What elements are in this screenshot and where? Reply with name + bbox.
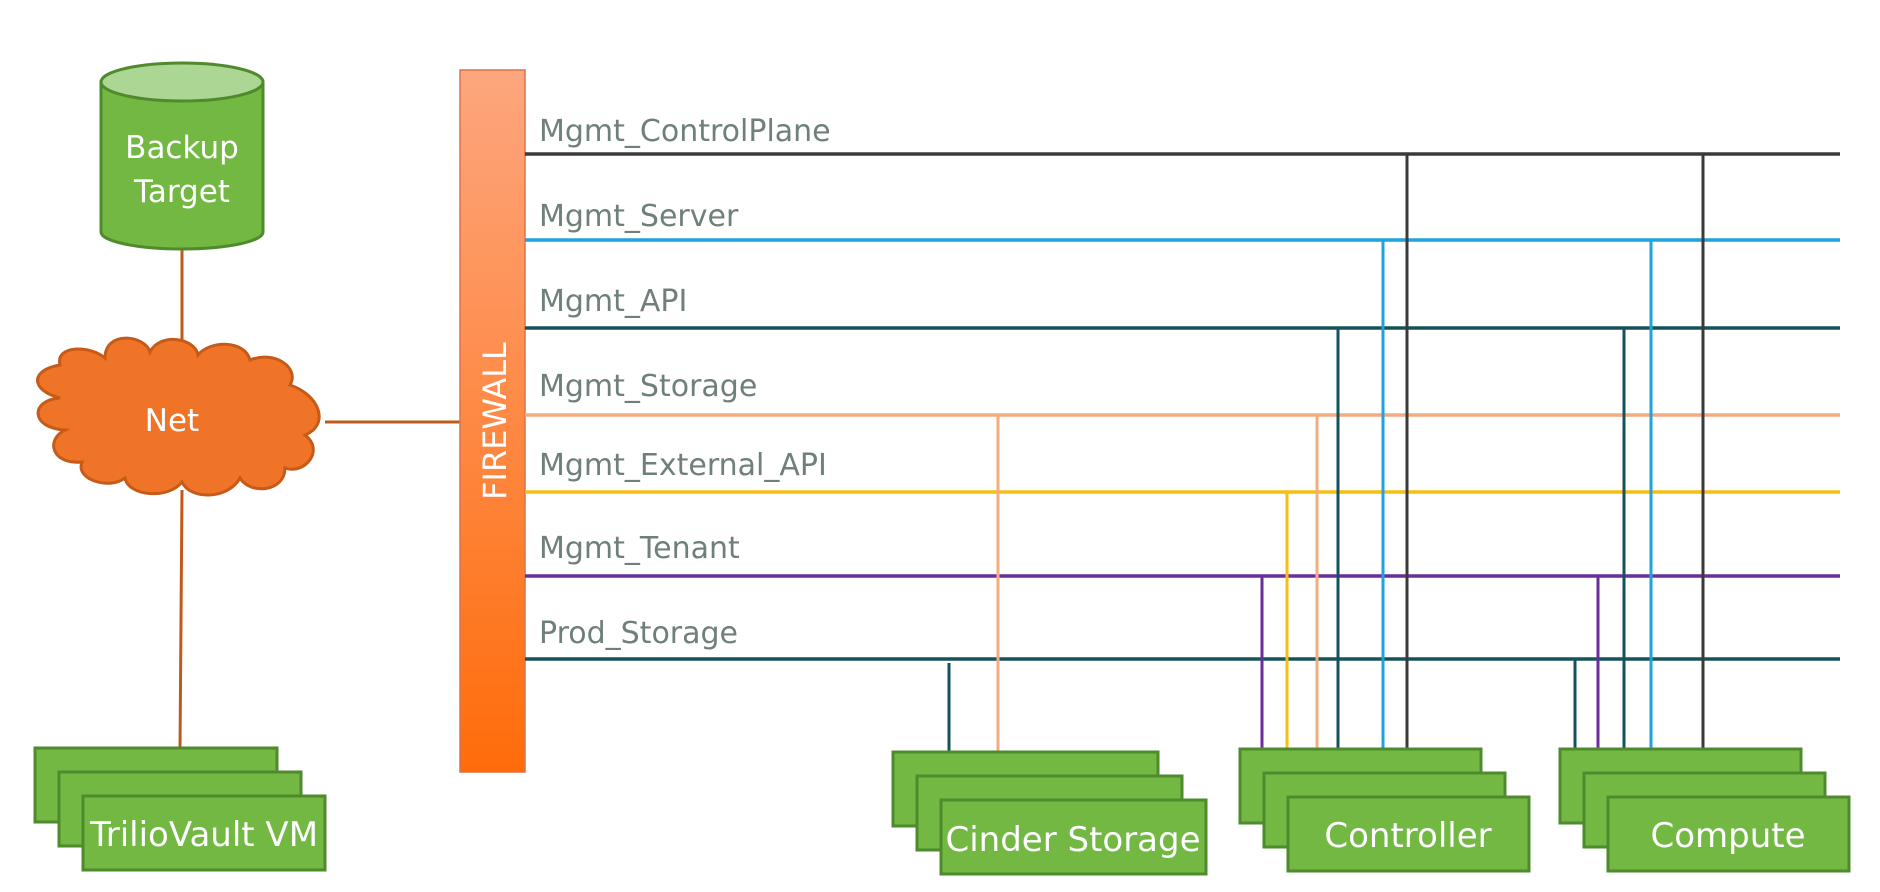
controller-stack: Controller xyxy=(1238,747,1531,873)
controller-label: Controller xyxy=(1324,816,1491,856)
network-label-mgmt-server: Mgmt_Server xyxy=(539,199,739,234)
triliovault-vm-stack: TrilioVault VM xyxy=(33,746,327,872)
network-label-mgmt-external-api: Mgmt_External_API xyxy=(539,448,827,483)
network-label-mgmt-api: Mgmt_API xyxy=(539,284,687,319)
compute-stack: Compute xyxy=(1558,747,1851,873)
cinder-storage-stack: Cinder Storage xyxy=(891,750,1208,876)
net-cloud: Net xyxy=(36,336,321,497)
network-label-prod-storage: Prod_Storage xyxy=(539,616,738,651)
net-label: Net xyxy=(145,403,199,439)
network-label-mgmt-storage: Mgmt_Storage xyxy=(539,369,757,404)
network-label-mgmt-tenant: Mgmt_Tenant xyxy=(539,531,740,566)
firewall: FIREWALL xyxy=(459,69,526,773)
network-label-mgmt-controlplane: Mgmt_ControlPlane xyxy=(539,114,831,149)
cinder-storage-label: Cinder Storage xyxy=(945,820,1200,860)
backup-target-cylinder: Backup Target xyxy=(99,61,265,251)
triliovault-vm-label: TrilioVault VM xyxy=(89,815,318,855)
firewall-label: FIREWALL xyxy=(476,342,514,500)
backup-target-label-line1: Backup xyxy=(125,130,239,166)
backup-target-label-line2: Target xyxy=(133,174,230,210)
link-net-trilio xyxy=(178,489,184,751)
compute-label: Compute xyxy=(1650,816,1805,856)
